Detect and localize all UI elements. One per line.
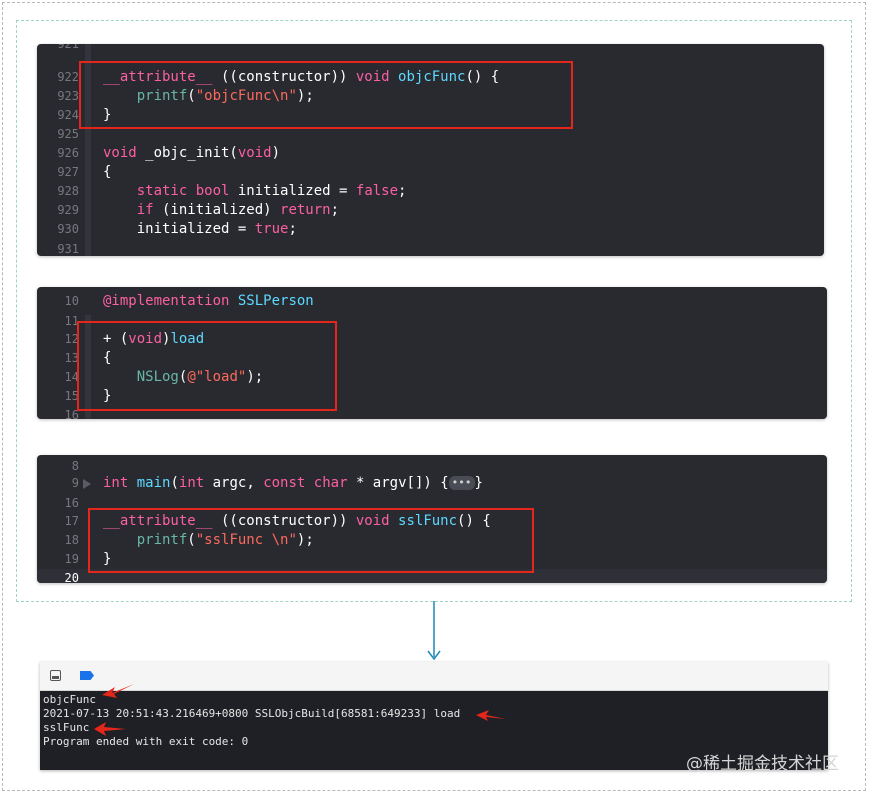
code-line: 14 NSLog(@"load"); <box>64 369 264 385</box>
annotation-arrow-icon <box>476 710 506 721</box>
code-panel-load[interactable]: 10@implementation SSLPerson 11 12+ (void… <box>37 287 827 419</box>
code-line: 927{ <box>57 164 112 180</box>
code-line: 13{ <box>64 350 112 366</box>
change-bar <box>85 315 91 419</box>
watermark: @稀土掘金技术社区 <box>686 754 839 774</box>
console-output: objcFunc 2021-07-13 20:51:43.216469+0800… <box>40 691 828 770</box>
highlight-box-sslfunc <box>88 508 534 573</box>
code-line: 16 <box>64 408 79 419</box>
code-line: 923 printf("objcFunc\n"); <box>57 88 314 104</box>
code-line: 18 printf("sslFunc \n"); <box>64 532 314 548</box>
console-line: sslFunc <box>43 721 90 734</box>
code-line: 16 <box>64 496 79 510</box>
code-line: 921 <box>57 44 79 51</box>
code-line: 19} <box>64 551 112 567</box>
highlight-box-objcfunc <box>79 61 573 129</box>
code-line: 928 static bool initialized = false; <box>57 183 407 199</box>
code-line: 15} <box>64 388 112 404</box>
change-bar <box>85 44 91 256</box>
down-arrow-connector <box>427 601 441 661</box>
code-line: 924} <box>57 107 112 123</box>
code-line: 929 if (initialized) return; <box>57 202 340 218</box>
code-line: 930 initialized = true; <box>57 221 297 237</box>
debug-console[interactable]: objcFunc 2021-07-13 20:51:43.216469+0800… <box>40 662 828 770</box>
code-line: 8 <box>71 459 79 473</box>
code-line: 925 <box>57 127 79 141</box>
annotation-arrow-icon <box>102 684 134 698</box>
annotation-arrow-icon <box>94 722 126 736</box>
hide-console-icon[interactable] <box>50 670 61 681</box>
highlight-box-load <box>77 321 337 411</box>
code-line: 17__attribute__ ((constructor)) void ssl… <box>64 513 491 529</box>
folded-code-button[interactable]: ••• <box>448 476 475 490</box>
console-line: 2021-07-13 20:51:43.216469+0800 SSLObjcB… <box>43 707 461 720</box>
code-line: 11 <box>64 314 79 328</box>
code-line: 12+ (void)load <box>64 331 205 347</box>
breakpoint-toggle-icon[interactable] <box>80 671 94 680</box>
code-line: 931 <box>57 242 79 256</box>
code-panel-objc-init[interactable]: 921 922__attribute__ ((constructor)) voi… <box>37 44 824 256</box>
console-line: Program ended with exit code: 0 <box>43 735 249 748</box>
fold-marker-icon[interactable] <box>83 479 91 489</box>
code-line: 10@implementation SSLPerson <box>64 293 314 309</box>
console-toolbar <box>40 662 828 691</box>
code-line: 922__attribute__ ((constructor)) void ob… <box>57 69 500 85</box>
console-line: objcFunc <box>43 693 96 706</box>
